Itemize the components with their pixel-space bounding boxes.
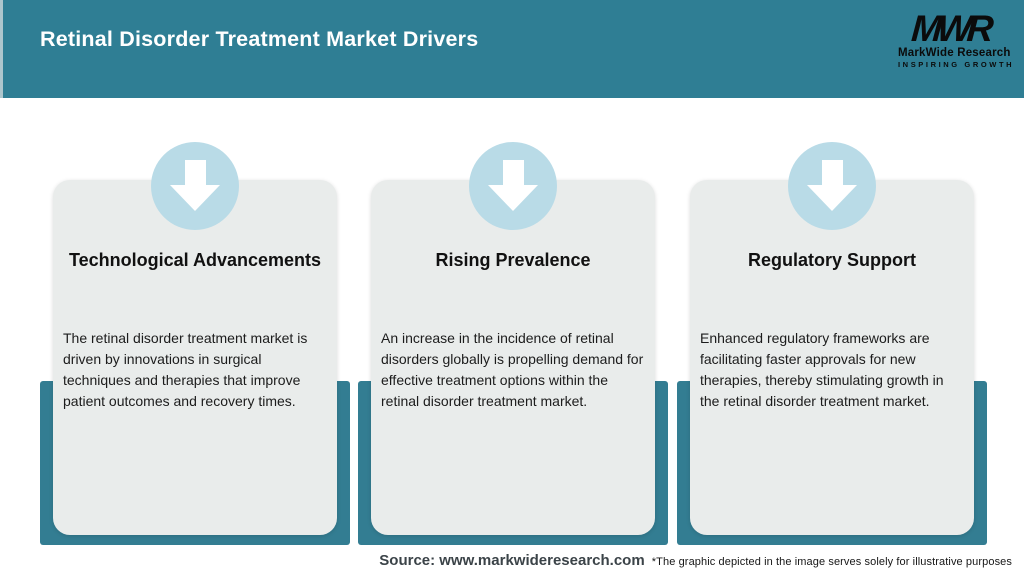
card-description: An increase in the incidence of retinal … [381, 330, 644, 409]
card-panel [371, 180, 655, 535]
card-description: Enhanced regulatory frameworks are facil… [700, 330, 944, 409]
arrow-down-icon-badge [469, 142, 557, 230]
header-bar: Retinal Disorder Treatment Market Driver… [0, 0, 1024, 98]
logo-tagline: INSPIRING GROWTH [898, 60, 1015, 70]
brand-logo: MWR MarkWide Research INSPIRING GROWTH [898, 8, 1015, 70]
arrow-down-icon [170, 159, 220, 211]
driver-card-regulatory-support: Regulatory Support Enhanced regulatory f… [677, 142, 987, 545]
logo-company-name: MarkWide Research [898, 47, 1011, 60]
driver-card-rising-prevalence: Rising Prevalence An increase in the inc… [358, 142, 668, 545]
logo-monogram: MWR [910, 8, 990, 49]
driver-card-technological-advancements: Technological Advancements The retinal d… [40, 142, 350, 545]
card-description: The retinal disorder treatment market is… [63, 330, 308, 409]
arrow-down-icon [807, 159, 857, 211]
arrow-down-icon-badge [788, 142, 876, 230]
source-text: Source: www.markwideresearch.com [379, 552, 645, 569]
header-edge-strip [0, 0, 3, 98]
card-panel [53, 180, 337, 535]
page-title: Retinal Disorder Treatment Market Driver… [40, 27, 479, 51]
card-panel [690, 180, 974, 535]
arrow-down-icon [488, 159, 538, 211]
card-title: Regulatory Support [747, 250, 916, 270]
disclaimer-text: *The graphic depicted in the image serve… [651, 556, 1012, 568]
arrow-down-icon-badge [151, 142, 239, 230]
card-title: Rising Prevalence [435, 250, 591, 270]
card-title: Technological Advancements [68, 250, 322, 270]
